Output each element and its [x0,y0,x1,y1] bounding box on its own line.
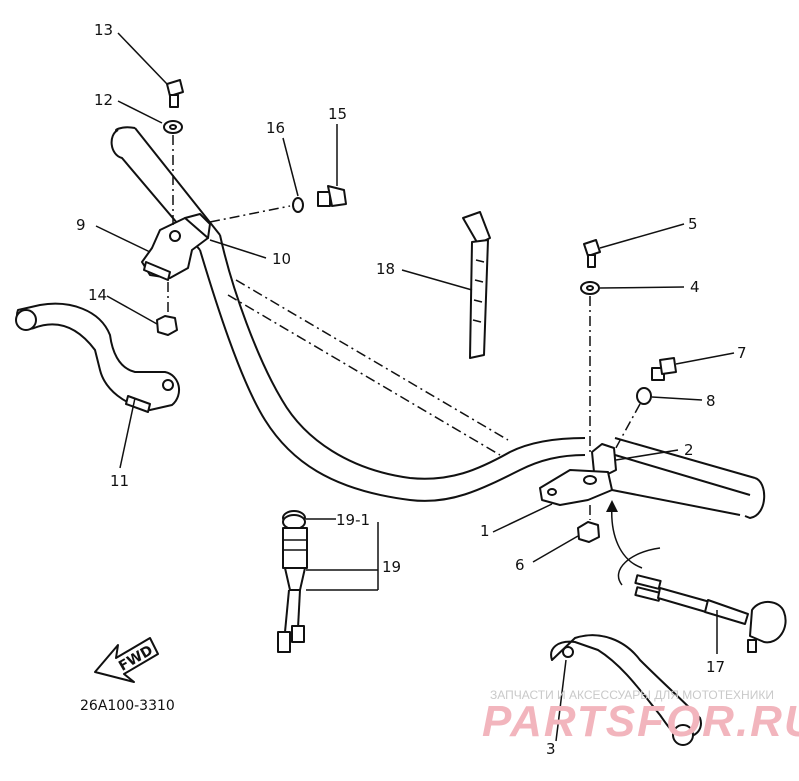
bolt-13 [166,79,184,108]
nut-14 [156,315,178,336]
callout-9: 9 [76,216,86,234]
callout-12: 12 [94,91,113,109]
washer-16 [292,197,304,213]
bolt-5 [583,239,601,268]
fwd-arrow-icon: FWD [94,637,159,683]
washer-8 [636,387,652,405]
lever-11 [15,302,181,413]
callout-14: 14 [88,286,107,304]
switch-arrow [611,504,643,569]
callout-19-1: 19-1 [336,511,370,529]
callout-10: 10 [272,250,291,268]
callout-19: 19 [382,558,401,576]
callout-4: 4 [690,278,700,296]
holder-1 [539,469,613,506]
callout-16: 16 [266,119,285,137]
lever-3 [550,634,702,746]
leader-lines [95,32,735,742]
watermark: ЗАПЧАСТИ И АКСЕССУАРЫ ДЛЯ МОТОТЕХНИКИ PA… [482,688,799,746]
callout-18: 18 [376,260,395,278]
watermark-tagline: ЗАПЧАСТИ И АКСЕССУАРЫ ДЛЯ МОТОТЕХНИКИ [490,688,774,702]
bolt-15 [317,185,347,207]
nut-6 [577,521,600,543]
callout-17: 17 [706,658,725,676]
diagram-code: 26A100-3310 [80,698,175,714]
callouts: 13 12 16 15 9 10 14 11 18 5 4 7 8 2 1 6 … [76,21,747,758]
handlebar [110,126,766,520]
start-switch-19 [277,510,308,653]
callout-3: 3 [546,740,556,758]
callout-6: 6 [515,556,525,574]
callout-7: 7 [737,344,747,362]
callout-13: 13 [94,21,113,39]
callout-2: 2 [684,441,694,459]
watermark-brand: PARTSFOR.RU [482,697,799,746]
callout-5: 5 [688,215,698,233]
callout-11: 11 [110,472,129,490]
left-lever-holder [141,213,211,281]
switch-17 [617,547,787,653]
callout-15: 15 [328,105,347,123]
callout-1: 1 [480,522,490,540]
cable-tie-18 [462,211,491,359]
callout-8: 8 [706,392,716,410]
bolt-7 [651,357,677,381]
